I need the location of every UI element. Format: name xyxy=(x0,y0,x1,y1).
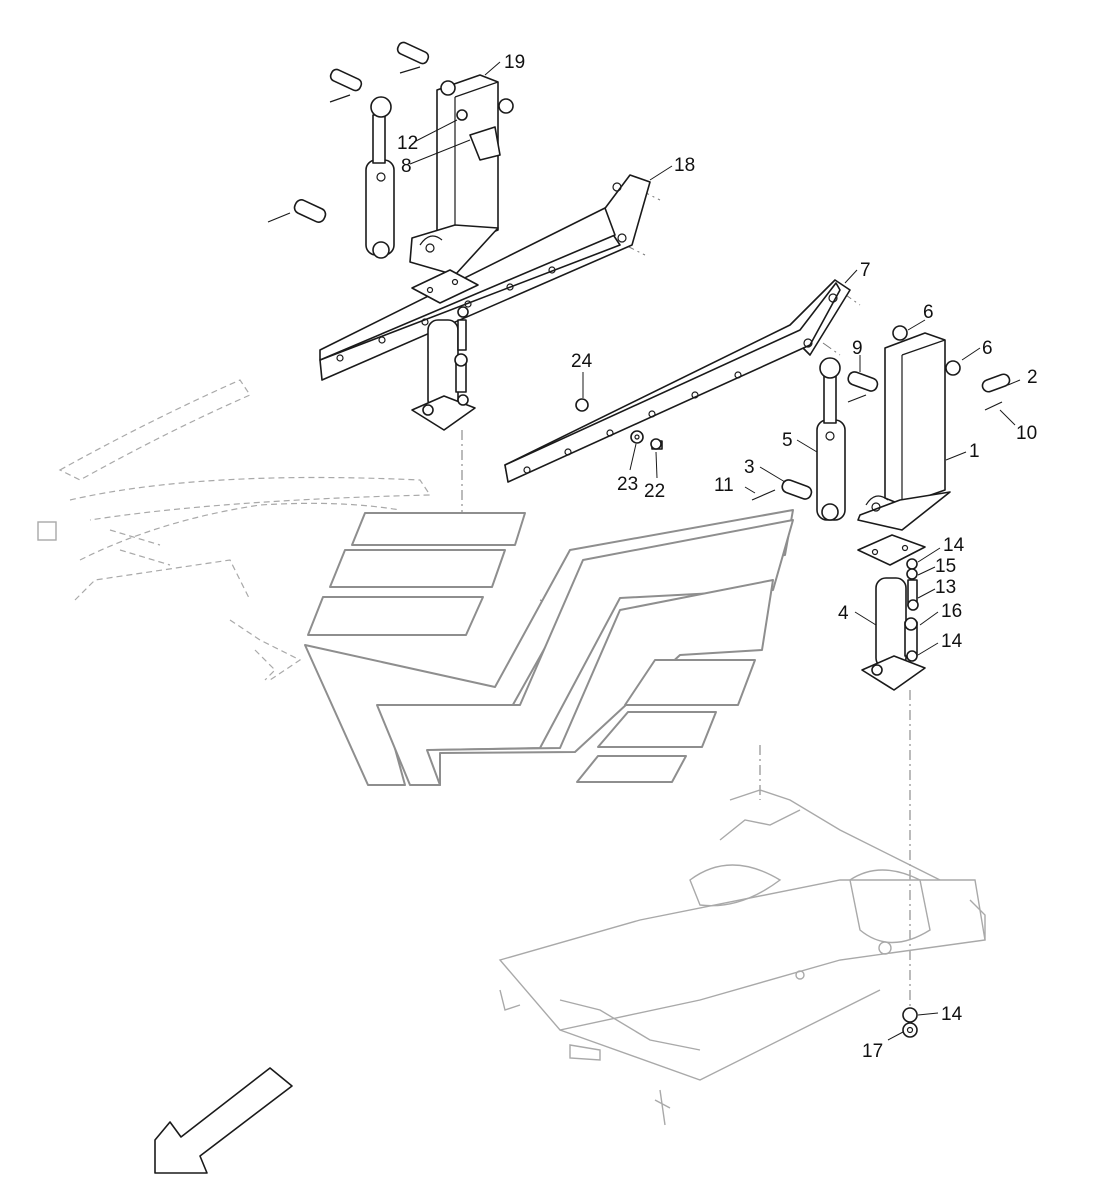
callout-16: 16 xyxy=(941,601,962,622)
callout-6b: 6 xyxy=(982,338,993,359)
leg-4 xyxy=(857,534,926,691)
lower-leg-upper xyxy=(411,306,476,431)
cylinder-upper xyxy=(365,96,395,259)
bar-7 xyxy=(504,279,851,483)
callout-18: 18 xyxy=(674,155,695,176)
pins-top xyxy=(267,41,430,223)
callout-4: 4 xyxy=(838,603,849,624)
brand-logo xyxy=(304,509,794,786)
callout-13: 13 xyxy=(935,577,956,598)
callout-23: 23 xyxy=(617,474,638,495)
callout-19: 19 xyxy=(504,52,525,73)
ghost-chassis xyxy=(498,789,986,1126)
callout-labels: 19 12 8 18 7 6 6 9 2 10 1 24 5 3 11 23 2… xyxy=(397,52,1038,1062)
callout-11: 11 xyxy=(714,475,734,496)
leader-lines xyxy=(409,61,1021,1041)
callout-14c: 14 xyxy=(941,1004,963,1025)
callout-1: 1 xyxy=(969,441,980,462)
callout-14a: 14 xyxy=(943,535,965,556)
upper-post-19 xyxy=(409,74,514,276)
cylinder-5 xyxy=(816,357,846,521)
callout-6a: 6 xyxy=(923,302,934,323)
callout-8: 8 xyxy=(401,156,412,177)
post-1 xyxy=(857,325,961,531)
pins-right xyxy=(751,371,1011,501)
callout-3: 3 xyxy=(744,457,755,478)
callout-9: 9 xyxy=(852,338,863,359)
callout-12: 12 xyxy=(397,133,418,154)
callout-2: 2 xyxy=(1027,367,1038,388)
callout-5: 5 xyxy=(782,430,793,451)
callout-10: 10 xyxy=(1016,423,1037,444)
mount-plate-upper xyxy=(411,269,479,304)
callout-24: 24 xyxy=(571,351,593,372)
hardware-14-17 xyxy=(902,1007,918,1038)
hardware-24-22-23 xyxy=(575,398,663,450)
callout-7: 7 xyxy=(860,260,871,281)
ghost-machine-left xyxy=(37,379,432,681)
callout-15: 15 xyxy=(935,556,956,577)
callout-22: 22 xyxy=(644,481,665,502)
callout-17: 17 xyxy=(862,1041,883,1062)
direction-arrow-icon xyxy=(154,1067,293,1174)
callout-14b: 14 xyxy=(941,631,963,652)
